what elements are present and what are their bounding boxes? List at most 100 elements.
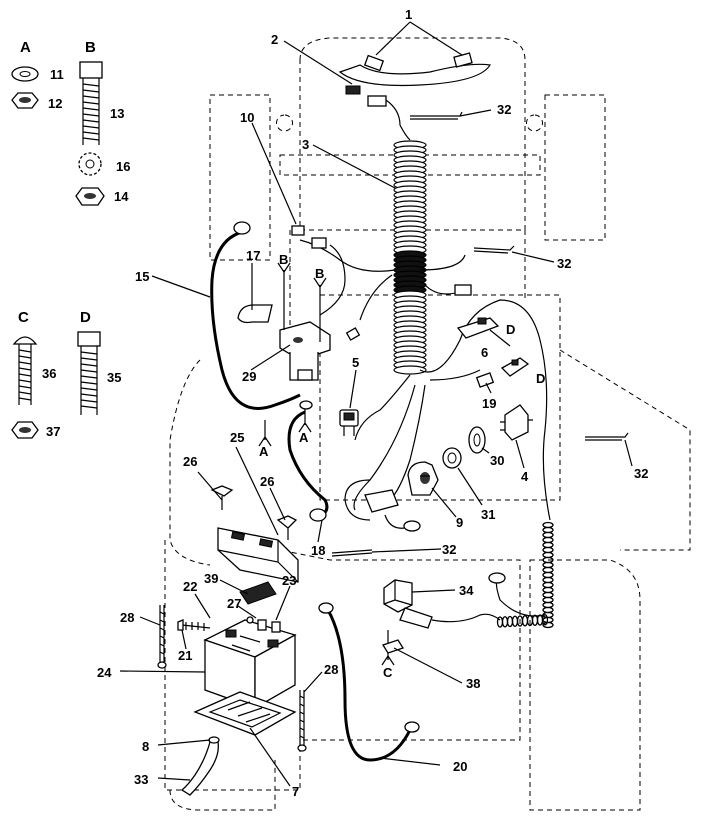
ignition-switch-9 (407, 461, 439, 496)
callout-22: 22 (183, 579, 197, 594)
callout-5: 5 (352, 355, 359, 370)
coil-loop (542, 576, 554, 584)
callout-2: 2 (271, 32, 278, 47)
callout-33: 33 (134, 772, 148, 787)
battery-tray-7 (193, 691, 297, 736)
callout-32-b: 32 (557, 256, 571, 271)
connector-plug-icon (367, 95, 387, 107)
bolt-38 (381, 630, 404, 666)
ring-terminal-20b-icon (404, 721, 420, 733)
solenoid-29 (279, 321, 331, 381)
ring-terminal-18-icon (309, 508, 327, 522)
coil-loop (541, 614, 549, 626)
callout-26-b: 26 (260, 474, 274, 489)
bracket-17 (237, 304, 273, 324)
coil-loop (542, 606, 554, 614)
callout-38: 38 (466, 676, 480, 691)
callout-16: 16 (116, 159, 130, 174)
headlight-harness (338, 52, 491, 141)
inline-b1: B (279, 252, 288, 267)
coil-loop (542, 571, 554, 579)
connector-6 (456, 317, 500, 339)
ring-terminal-15-icon (233, 221, 251, 235)
coil-loop (501, 616, 509, 628)
coil-loop (542, 526, 554, 534)
coil-loop (542, 536, 554, 544)
callout-18: 18 (311, 543, 325, 558)
callout-28-a: 28 (120, 610, 134, 625)
inline-a1: A (259, 444, 269, 459)
callout-35: 35 (107, 370, 121, 385)
callout-3: 3 (302, 137, 309, 152)
coil-loop (542, 621, 554, 629)
callout-24: 24 (97, 665, 112, 680)
hardware-group-b: B (75, 39, 105, 206)
callout-36: 36 (42, 366, 56, 381)
callout-4: 4 (521, 469, 529, 484)
coil-loop (542, 601, 554, 609)
coil-loop (542, 581, 554, 589)
hardware-group-d: D (77, 309, 101, 415)
terminal-hardware (177, 616, 281, 633)
screw-36-icon (12, 336, 38, 345)
callout-29: 29 (242, 369, 256, 384)
callout-17: 17 (246, 248, 260, 263)
callout-20: 20 (453, 759, 467, 774)
hold-down-bolt-28b (299, 690, 305, 745)
callout-19: 19 (482, 396, 496, 411)
cable-18 (287, 410, 329, 522)
bolt-13-icon (79, 61, 103, 79)
coil-loop (542, 541, 554, 549)
connector-2-icon (345, 85, 361, 95)
inline-letters: B B D D A A C (259, 252, 545, 680)
callout-39: 39 (204, 571, 218, 586)
hardware-group-c: C (11, 309, 39, 439)
tractor-outline (164, 37, 691, 811)
callout-21: 21 (178, 648, 192, 663)
coil-loop (542, 591, 554, 599)
callouts: 11 12 13 16 14 36 35 37 1 2 3 10 32 32 3… (42, 7, 648, 799)
bolt-13-thread (82, 78, 100, 145)
group-a-letter: A (20, 39, 31, 56)
main-harness-sleeve (393, 140, 427, 375)
battery-24 (203, 619, 297, 710)
pad-39 (239, 581, 277, 605)
wing-nut-26a-icon (210, 485, 234, 497)
coil-loop (531, 614, 539, 626)
callout-9: 9 (456, 515, 463, 530)
inline-a2: A (299, 430, 309, 445)
switch-5 (339, 409, 359, 436)
group-d-letter: D (80, 309, 91, 326)
connector-block (344, 479, 421, 532)
coil-loop (506, 615, 514, 628)
group-b-letter: B (85, 39, 96, 56)
inline-b2: B (315, 266, 324, 281)
callout-25: 25 (230, 430, 244, 445)
inline-d2: D (536, 371, 545, 386)
coil-loop (542, 566, 554, 574)
connector-19 (475, 372, 495, 388)
callout-7: 7 (292, 784, 299, 799)
headlight-bulb-left-icon (363, 54, 385, 72)
sleeve-ring (393, 365, 427, 375)
hardware-group-a: A (11, 39, 39, 109)
coil-loop (511, 615, 519, 627)
callout-34: 34 (459, 583, 474, 598)
coil-loop (542, 596, 554, 604)
grommet-31 (442, 447, 462, 469)
grommet-30 (468, 426, 486, 454)
coil-loop (542, 521, 554, 529)
connector-10-a-icon (291, 225, 305, 236)
battery-cover-25 (217, 527, 299, 583)
callout-12: 12 (48, 96, 62, 111)
callout-31: 31 (481, 507, 495, 522)
inline-d1: D (506, 322, 515, 337)
connector-10-b-icon (311, 237, 327, 249)
coil-loop (542, 551, 554, 559)
callout-28-b: 28 (324, 662, 338, 677)
starter-solenoid-34 (383, 579, 501, 629)
cable-20 (318, 602, 420, 762)
callout-26-a: 26 (183, 454, 197, 469)
bolt-35-icon (77, 331, 101, 347)
wing-nut-26b-icon (276, 515, 298, 529)
